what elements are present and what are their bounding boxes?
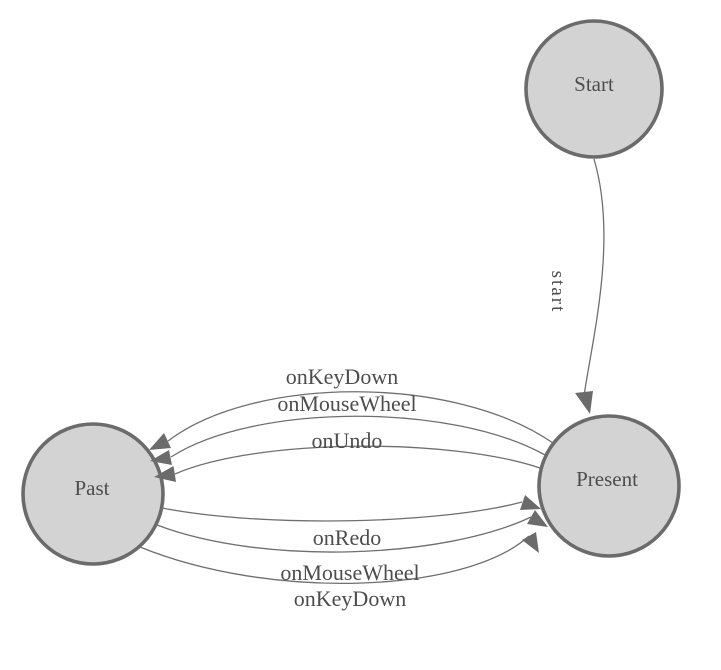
arrowhead-onundo-into-past: [154, 466, 176, 482]
edge-label-onkeydown-bottom: onKeyDown: [294, 586, 406, 611]
arrowheads: [149, 391, 593, 553]
edge-onkeydown-past-to-present: [139, 535, 530, 584]
edge-onredo-past-to-present: [161, 501, 523, 522]
edge-onmousewheel-past-to-present: [156, 516, 532, 553]
arrowhead-onkeydown-into-past: [149, 433, 171, 450]
arrowhead-onredo-into-present: [520, 495, 541, 510]
edge-label-onundo: onUndo: [312, 428, 383, 453]
edge-onmousewheel-present-to-past: [170, 415, 546, 458]
edge-onundo-present-to-past: [174, 445, 541, 475]
edge-labels: start onKeyDown onMouseWheel onUndo onRe…: [277, 271, 568, 611]
transition-edges: [139, 158, 605, 584]
arrowhead-onmousewheel-into-past: [150, 450, 172, 465]
node-labels: Start Past Present: [74, 72, 638, 500]
edge-label-onmousewheel-top: onMouseWheel: [277, 391, 416, 416]
state-nodes: [21, 19, 681, 566]
edge-label-onkeydown-top: onKeyDown: [286, 364, 398, 389]
state-node-present: [537, 414, 681, 558]
arrowhead-onmousewheel-into-present: [527, 510, 548, 527]
state-node-start: [524, 19, 664, 159]
edge-onkeydown-present-to-past: [167, 391, 554, 444]
state-node-past: [21, 422, 165, 566]
node-label-past: Past: [74, 476, 109, 500]
edge-label-onredo: onRedo: [313, 525, 381, 550]
edge-label-start: start: [547, 271, 568, 314]
arrowhead-start-edge: [575, 391, 593, 414]
node-label-present: Present: [576, 467, 638, 491]
edge-start-to-present: [583, 158, 605, 397]
arrowhead-onkeydown-into-present: [522, 532, 539, 553]
node-label-start: Start: [574, 72, 614, 96]
edge-label-onmousewheel-bottom: onMouseWheel: [280, 560, 419, 585]
